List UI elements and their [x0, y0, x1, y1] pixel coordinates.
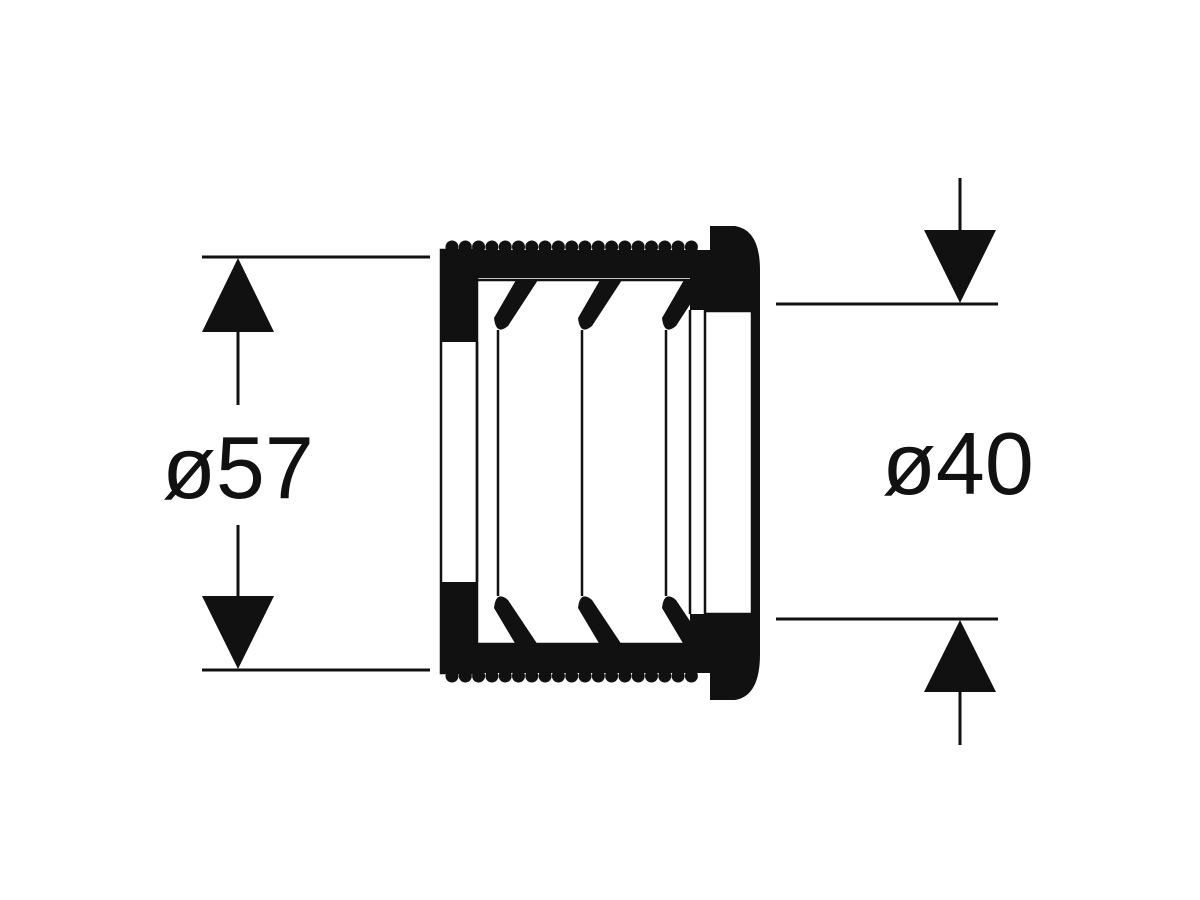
thread-crest-top — [565, 240, 579, 254]
thread-crest-bottom — [578, 669, 592, 683]
thread-band-bottom — [440, 645, 712, 683]
thread-crest-top — [578, 240, 592, 254]
thread-crest-bottom — [498, 669, 512, 683]
thread-crest-bottom — [631, 669, 645, 683]
thread-crest-top — [618, 240, 632, 254]
thread-crest-bottom — [658, 669, 672, 683]
left-wall-upper — [440, 250, 478, 342]
thread-crest-top — [631, 240, 645, 254]
thread-crest-top — [591, 240, 605, 254]
thread-crest-bottom — [551, 669, 565, 683]
outer-arrowhead-down — [202, 596, 274, 669]
thread-crest-bottom — [565, 669, 579, 683]
thread-crest-bottom — [684, 669, 698, 683]
thread-crest-top — [512, 240, 525, 254]
thread-crest-top — [684, 240, 698, 254]
flange-bore-window — [705, 311, 752, 614]
seal-lip-bottom-1 — [494, 596, 538, 645]
outer-diameter-label: ø57 — [162, 418, 314, 517]
left-wall-lower — [440, 582, 478, 673]
thread-crest-bottom — [605, 669, 619, 683]
thread-crest-top — [645, 240, 658, 254]
thread-crest-bottom — [618, 669, 632, 683]
inner-diameter-dimension: ø40 — [776, 178, 1034, 745]
thread-crest-top — [498, 240, 512, 254]
inner-arrowhead-up — [924, 620, 996, 692]
thread-crest-top — [538, 240, 552, 254]
outer-arrowhead-up — [202, 258, 274, 332]
thread-band-top — [440, 240, 712, 278]
thread-crest-bottom — [671, 669, 685, 683]
seal-lip-top-2 — [578, 280, 622, 330]
thread-crest-bottom — [525, 669, 539, 683]
thread-crest-bottom — [591, 669, 605, 683]
thread-crest-top — [525, 240, 539, 254]
thread-crest-top — [485, 240, 499, 254]
outer-diameter-dimension: ø57 — [162, 255, 430, 672]
thread-crest-top — [658, 240, 672, 254]
thread-crest-top — [605, 240, 619, 254]
seal-lip-bottom-3 — [662, 596, 706, 645]
seal-lip-bottom-2 — [578, 596, 622, 645]
seal-lip-top-1 — [494, 280, 538, 330]
pipe-fitting — [439, 226, 760, 700]
thread-crest-top — [671, 240, 685, 254]
inner-arrowhead-down — [924, 230, 996, 303]
flange-bore-outline — [703, 309, 754, 616]
thread-crest-bottom — [538, 669, 552, 683]
thread-crest-bottom — [512, 669, 525, 683]
inner-diameter-label: ø40 — [882, 414, 1034, 513]
seal-lip-top-3 — [662, 280, 706, 330]
thread-crest-bottom — [485, 669, 499, 683]
thread-crest-bottom — [645, 669, 658, 683]
thread-crest-top — [551, 240, 565, 254]
